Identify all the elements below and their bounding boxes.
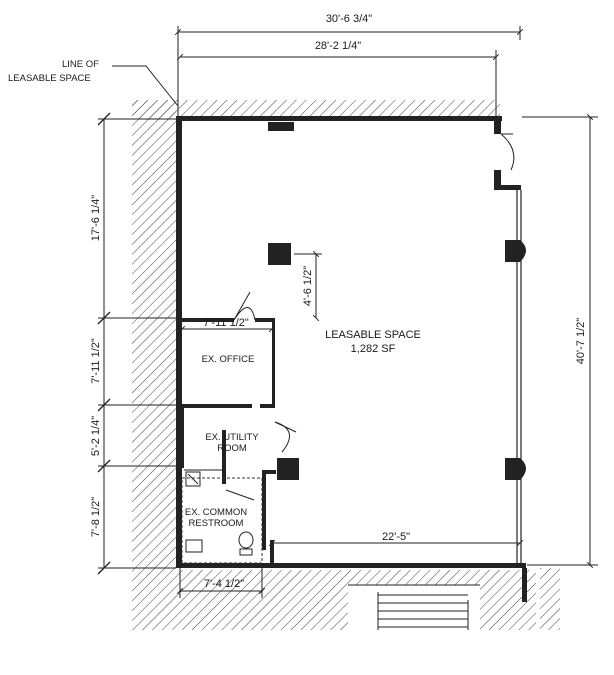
restroom-label-line2: RESTROOM — [189, 518, 244, 529]
stair — [348, 584, 480, 630]
leasable-space-title: LEASABLE SPACE — [325, 329, 421, 341]
dimension-top-inner: 28'-2 1/4" — [315, 40, 361, 52]
room-labels: LEASABLE SPACE 1,282 SF EX. OFFICE EX. U… — [185, 329, 421, 529]
dimension-bottom-inner: 22'-5" — [382, 531, 410, 543]
dimension-left-2: 7'-11 1/2" — [90, 338, 102, 384]
callout-line1: LINE OF — [62, 59, 99, 70]
utility-room-label-line2: ROOM — [217, 443, 247, 454]
callout-line2: LEASABLE SPACE — [8, 73, 91, 84]
dimension-right-overall: 40'-7 1/2" — [575, 318, 587, 364]
dimension-left-1: 17'-6 1/4" — [90, 195, 102, 241]
right-dimension: 40'-7 1/2" — [522, 113, 598, 569]
dimension-top-overall: 30'-6 3/4" — [326, 13, 372, 25]
leasable-space-area: 1,282 SF — [351, 343, 396, 355]
interior-walls — [176, 291, 297, 564]
dimension-restroom-width: 7'-4 1/2" — [204, 578, 244, 590]
leasable-line-callout: LINE OF LEASABLE SPACE — [8, 59, 179, 107]
interior-dimensions: 4'-6 1/2" 7'-11 1/2" 7'-4 1/2" 22'-5" — [176, 250, 524, 598]
columns — [268, 122, 526, 480]
left-dimensions: 17'-6 1/4" 7'-11 1/2" 5'-2 1/4" 7'-8 1/2… — [90, 112, 180, 575]
entry-door — [500, 133, 515, 171]
dimension-office-width: 7'-11 1/2" — [203, 317, 249, 329]
dimension-left-3: 5'-2 1/4" — [90, 416, 102, 456]
top-dimensions: 30'-6 3/4" 28'-2 1/4" — [174, 13, 524, 116]
dimension-column-offset: 4'-6 1/2" — [302, 266, 314, 306]
utility-room-label-line1: EX. UTILITY — [205, 432, 259, 443]
dimension-left-4: 7'-8 1/2" — [90, 497, 102, 537]
office-label: EX. OFFICE — [202, 354, 255, 365]
restroom-label-line1: EX. COMMON — [185, 507, 247, 518]
